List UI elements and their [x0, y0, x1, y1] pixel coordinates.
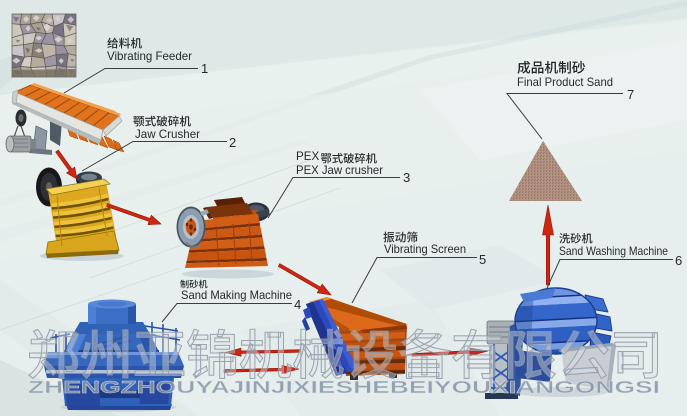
svg-text:ZHENGZHOUYAJINJIXIESHEBEIYOUXI: ZHENGZHOUYAJINJIXIESHEBEIYOUXIANGONGSI: [28, 377, 660, 397]
svg-text:7: 7: [627, 87, 634, 102]
svg-text:Final Product Sand: Final Product Sand: [517, 75, 613, 89]
svg-text:Jaw Crusher: Jaw Crusher: [135, 127, 200, 141]
svg-text:6: 6: [675, 253, 682, 268]
svg-text:1: 1: [201, 61, 208, 76]
svg-text:PEX Jaw crusher: PEX Jaw crusher: [296, 163, 383, 177]
svg-text:Sand Washing Machine: Sand Washing Machine: [559, 244, 668, 258]
svg-text:Vibrating Feeder: Vibrating Feeder: [107, 49, 192, 63]
svg-text:PEX: PEX: [296, 150, 319, 163]
svg-text:Vibrating Screen: Vibrating Screen: [384, 242, 466, 256]
svg-text:4: 4: [294, 297, 301, 312]
svg-text:3: 3: [403, 170, 410, 185]
svg-text:Sand Making Machine: Sand Making Machine: [181, 288, 292, 302]
svg-text:5: 5: [479, 252, 486, 267]
svg-text:2: 2: [229, 135, 236, 150]
